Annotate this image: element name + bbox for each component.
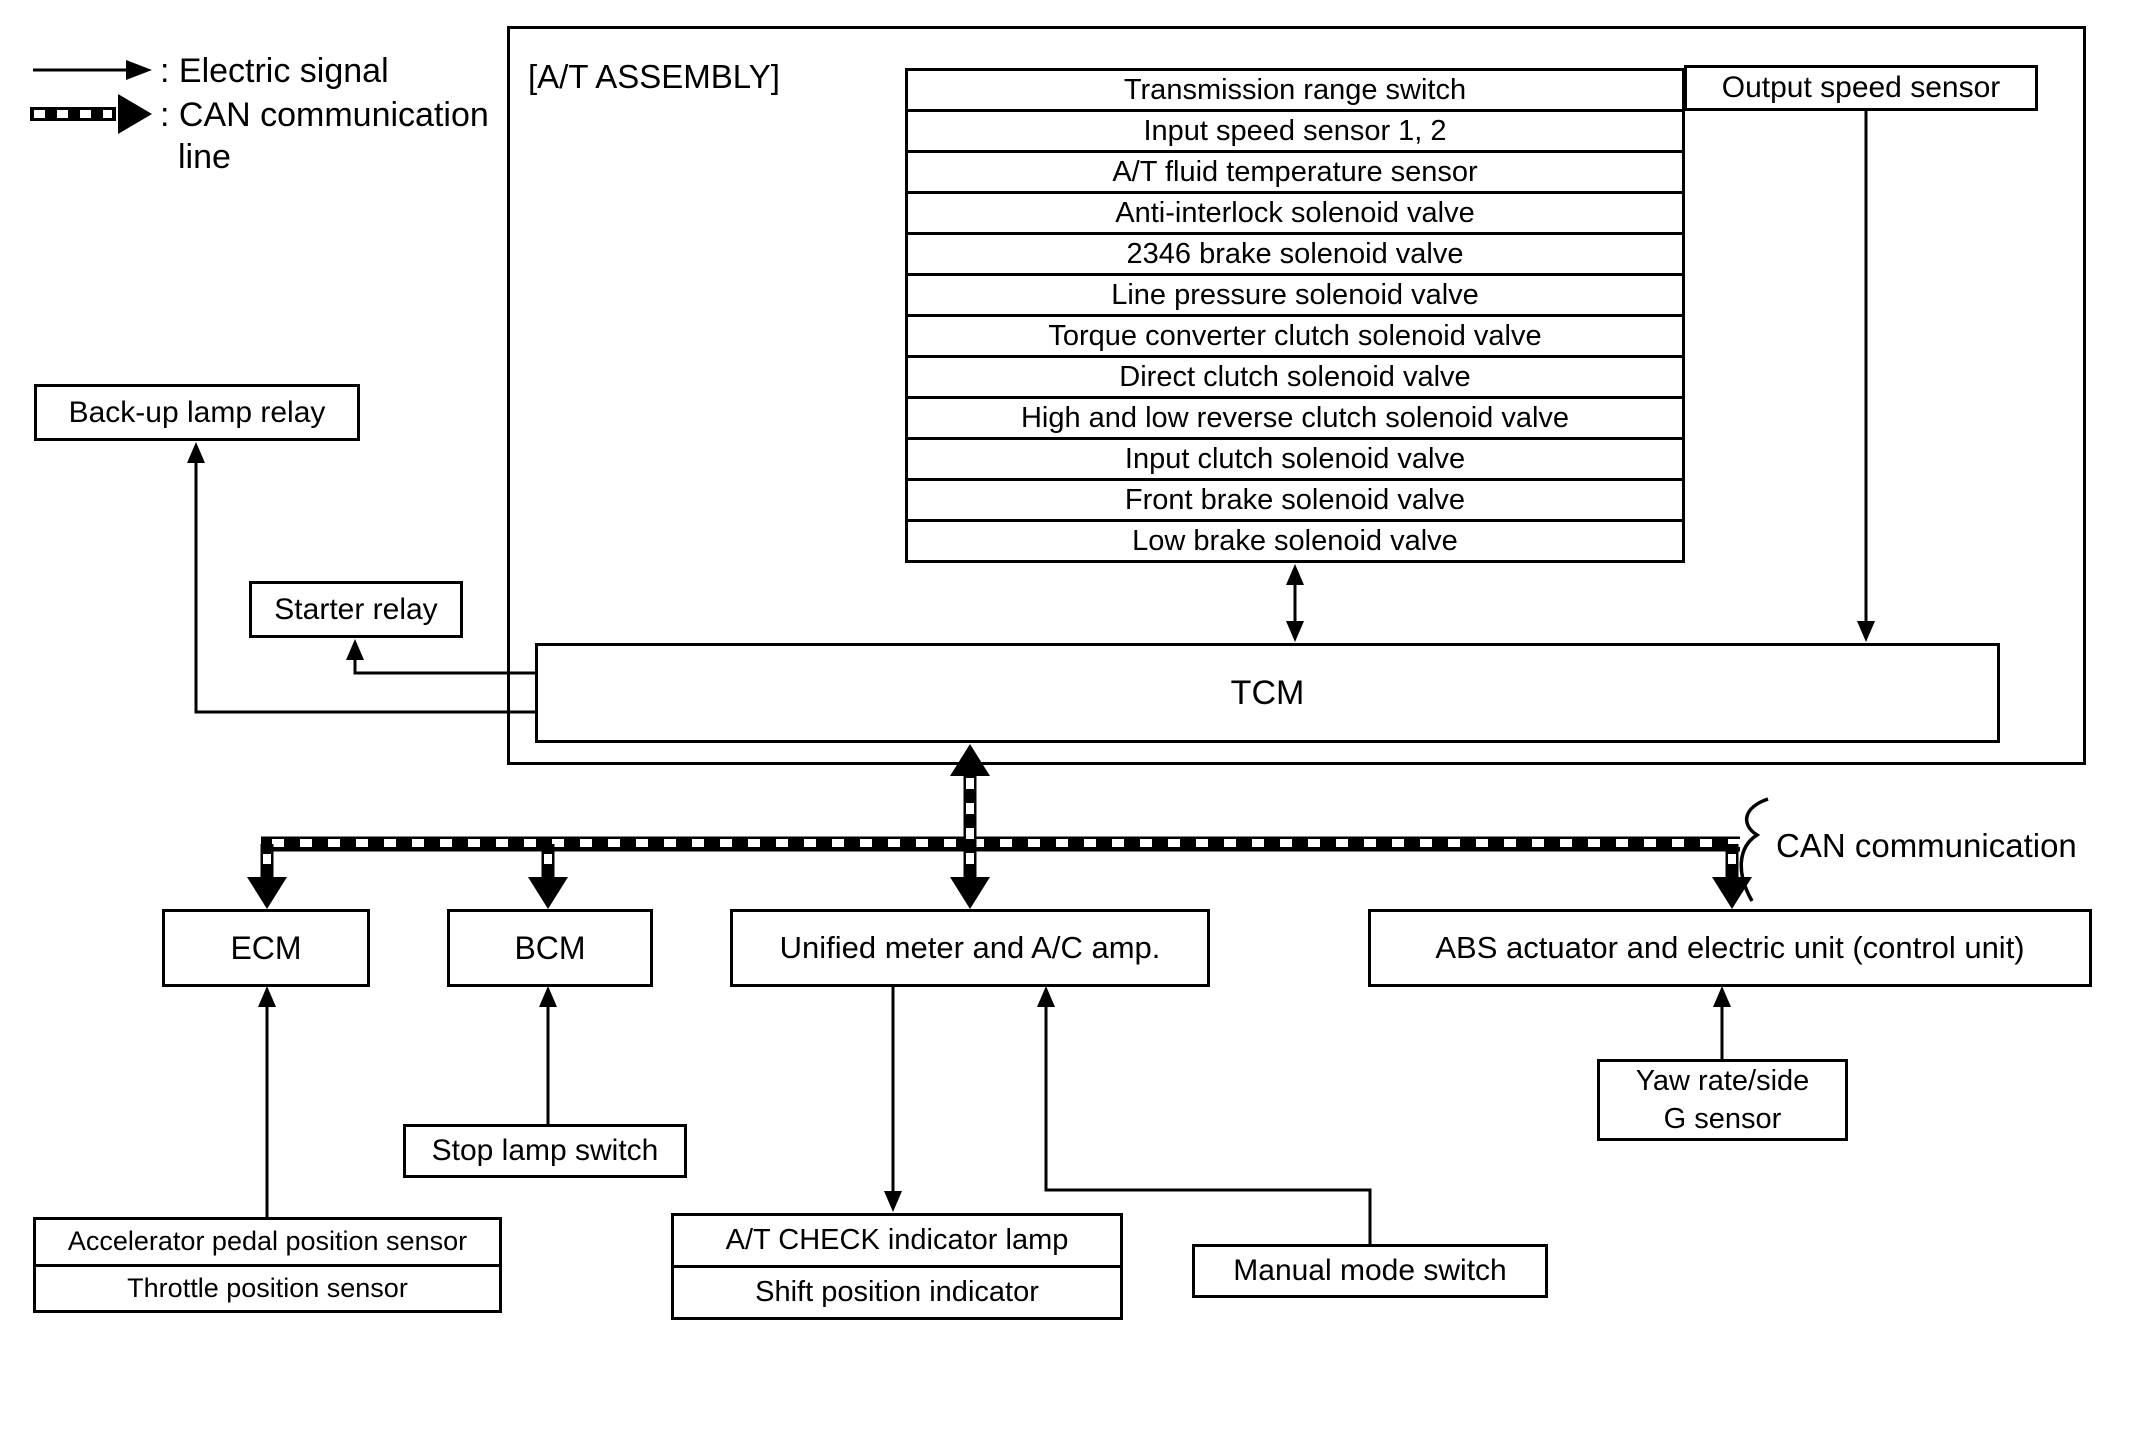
ecm-box: ECM bbox=[162, 909, 370, 987]
manual-mode-switch-box: Manual mode switch bbox=[1192, 1244, 1548, 1298]
connector-tcm-to-backup-lamp-relay bbox=[187, 442, 537, 714]
shift-position-indicator-label: Shift position indicator bbox=[674, 1265, 1120, 1317]
legend-can-label-line2: line bbox=[178, 138, 231, 176]
stop-lamp-switch-label: Stop lamp switch bbox=[431, 1134, 659, 1167]
can-drop-ecm bbox=[247, 844, 287, 909]
list-item: Front brake solenoid valve bbox=[908, 478, 1682, 519]
list-item: Torque converter clutch solenoid valve bbox=[908, 314, 1682, 355]
accelerator-pedal-position-sensor-label: Accelerator pedal position sensor bbox=[67, 1226, 468, 1257]
can-bus-squiggle-mark bbox=[1739, 797, 1769, 902]
connector-manualmode-to-unified bbox=[1037, 986, 1372, 1244]
connector-accelerator-to-ecm bbox=[258, 986, 276, 1217]
abs-actuator-box: ABS actuator and electric unit (control … bbox=[1368, 909, 2092, 987]
unified-meter-ac-amp-label: Unified meter and A/C amp. bbox=[779, 930, 1161, 965]
can-bus-label: CAN communication bbox=[1776, 827, 2077, 864]
yaw-rate-label-line1: Yaw rate/side bbox=[1635, 1065, 1810, 1097]
list-item: Input clutch solenoid valve bbox=[908, 437, 1682, 478]
connector-stoplamp-to-bcm bbox=[539, 986, 557, 1124]
list-item: 2346 brake solenoid valve bbox=[908, 232, 1682, 273]
can-drop-bcm bbox=[528, 844, 568, 909]
list-item: Line pressure solenoid valve bbox=[908, 273, 1682, 314]
can-vertical-tcm-unified bbox=[950, 744, 990, 909]
abs-actuator-label: ABS actuator and electric unit (control … bbox=[1435, 930, 2025, 965]
tcm-label: TCM bbox=[1230, 673, 1305, 712]
can-drop-abs bbox=[1712, 844, 1752, 909]
list-item: Transmission range switch bbox=[1123, 73, 1467, 106]
ecm-label: ECM bbox=[230, 929, 302, 966]
at-assembly-outline-box bbox=[507, 26, 2086, 765]
yaw-rate-label-line2: G sensor bbox=[1663, 1103, 1782, 1135]
electric-signal-legend-arrow bbox=[33, 60, 152, 80]
accelerator-throttle-sensor-box: Accelerator pedal position sensor Thrott… bbox=[33, 1217, 502, 1313]
unified-meter-ac-amp-box: Unified meter and A/C amp. bbox=[730, 909, 1210, 987]
output-speed-sensor-box: Output speed sensor bbox=[1684, 65, 2038, 111]
list-item: High and low reverse clutch solenoid val… bbox=[908, 396, 1682, 437]
can-bus bbox=[261, 836, 1740, 852]
list-item: Direct clutch solenoid valve bbox=[908, 355, 1682, 396]
list-item: Anti-interlock solenoid valve bbox=[908, 191, 1682, 232]
starter-relay-box: Starter relay bbox=[249, 581, 463, 638]
stop-lamp-switch-box: Stop lamp switch bbox=[403, 1124, 687, 1178]
connector-yaw-to-abs bbox=[1713, 986, 1731, 1059]
legend-electric-signal-label: : Electric signal bbox=[160, 52, 389, 90]
tcm-box: TCM bbox=[535, 643, 2000, 743]
bcm-label: BCM bbox=[514, 929, 586, 966]
list-item: Input speed sensor 1, 2 bbox=[908, 109, 1682, 150]
backup-lamp-relay-box: Back-up lamp relay bbox=[34, 384, 360, 441]
at-assembly-component-list: Transmission range switch Input speed se… bbox=[905, 68, 1685, 563]
can-legend-arrow bbox=[30, 94, 152, 134]
manual-mode-switch-label: Manual mode switch bbox=[1233, 1254, 1507, 1287]
connector-unified-to-atcheck bbox=[884, 987, 902, 1212]
list-item: Low brake solenoid valve bbox=[908, 519, 1682, 560]
at-check-indicator-box: A/T CHECK indicator lamp Shift position … bbox=[671, 1213, 1123, 1320]
at-check-indicator-lamp-label: A/T CHECK indicator lamp bbox=[725, 1224, 1069, 1256]
legend-can-label-line1: : CAN communication bbox=[160, 96, 489, 134]
connector-tcm-to-starter-relay bbox=[346, 639, 537, 675]
yaw-rate-side-g-sensor-box: Yaw rate/side G sensor bbox=[1597, 1059, 1848, 1141]
starter-relay-label: Starter relay bbox=[274, 592, 438, 626]
at-assembly-title: [A/T ASSEMBLY] bbox=[528, 58, 780, 95]
connector-list-tcm-double-arrow bbox=[1286, 564, 1304, 642]
connector-output-speed-sensor-to-tcm bbox=[1857, 110, 1875, 642]
output-speed-sensor-label: Output speed sensor bbox=[1721, 71, 2001, 104]
backup-lamp-relay-label: Back-up lamp relay bbox=[68, 395, 326, 429]
throttle-position-sensor-label: Throttle position sensor bbox=[36, 1263, 499, 1311]
list-item: A/T fluid temperature sensor bbox=[908, 150, 1682, 191]
bcm-box: BCM bbox=[447, 909, 653, 987]
